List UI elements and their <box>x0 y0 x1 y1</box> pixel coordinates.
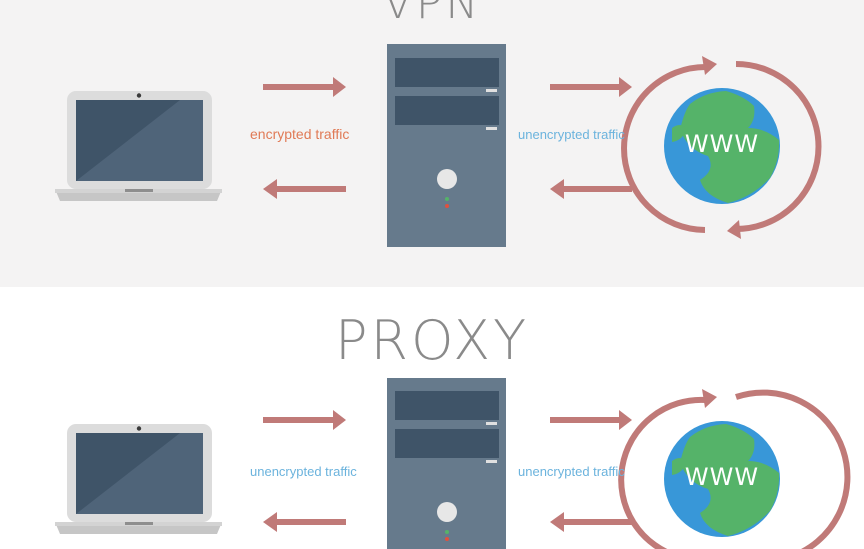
vpn-scene: WWW <box>55 44 822 247</box>
arrow-right-icon <box>550 410 632 430</box>
arrow-right-icon <box>263 410 346 430</box>
encrypted-traffic-label: encrypted traffic <box>250 126 350 142</box>
arrow-left-icon <box>550 512 632 532</box>
arrow-left-icon <box>263 179 346 199</box>
proxy-scene: WWW <box>55 378 851 549</box>
globe-label: WWW <box>685 130 759 158</box>
vpn-panel: VPN <box>0 0 864 287</box>
laptop-icon <box>55 424 222 534</box>
arrow-left-icon <box>550 179 632 199</box>
proxy-title: PROXY <box>334 309 530 372</box>
laptop-icon <box>55 91 222 201</box>
server-icon <box>387 378 506 549</box>
globe-icon <box>618 389 851 549</box>
arrow-left-icon <box>263 512 346 532</box>
unencrypted-traffic-label: unencrypted traffic <box>518 127 625 142</box>
arrow-right-icon <box>550 77 632 97</box>
server-icon <box>387 44 506 247</box>
vpn-title: VPN <box>382 0 482 29</box>
globe-icon <box>621 56 822 239</box>
unencrypted-traffic-label: unencrypted traffic <box>518 464 625 479</box>
unencrypted-traffic-label: unencrypted traffic <box>250 464 357 479</box>
proxy-panel: PROXY <box>0 287 864 549</box>
arrow-right-icon <box>263 77 346 97</box>
globe-label: WWW <box>685 463 759 491</box>
